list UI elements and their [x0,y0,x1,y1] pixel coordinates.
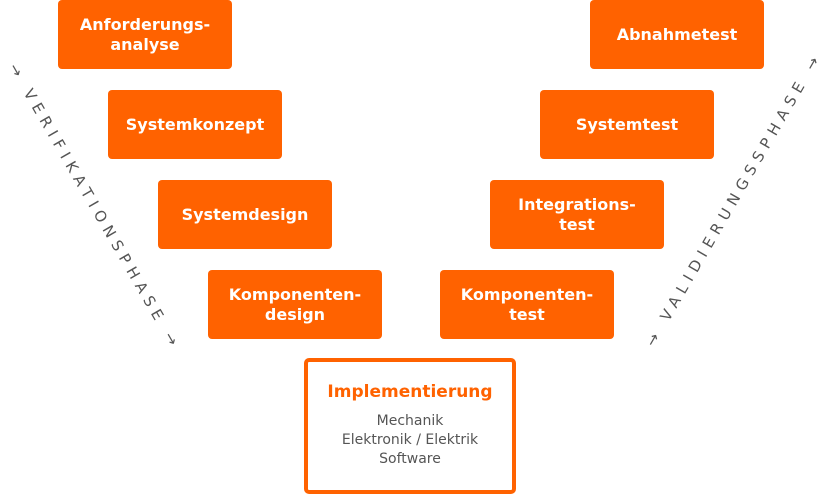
step-abnahmetest: Abnahmetest [590,0,764,69]
step-systemdesign: Systemdesign [158,180,332,249]
step-komponententest: Komponenten- test [440,270,614,339]
implementation-title: Implementierung [327,382,493,402]
step-komponentendesign: Komponenten- design [208,270,382,339]
implementation-details: Mechanik Elektronik / Elektrik Software [341,413,479,467]
arrow-right-icon: → [5,60,30,86]
implementation-box: Implementierung Mechanik Elektronik / El… [304,358,516,494]
arrow-right-icon: → [641,324,667,350]
step-integrationstest: Integrations- test [490,180,664,249]
step-systemtest: Systemtest [540,90,714,159]
step-anforderungsanalyse: Anforderungs- analyse [58,0,232,69]
arrow-right-icon: → [160,328,185,354]
step-systemkonzept: Systemkonzept [108,90,282,159]
arrow-right-icon: → [801,48,827,74]
